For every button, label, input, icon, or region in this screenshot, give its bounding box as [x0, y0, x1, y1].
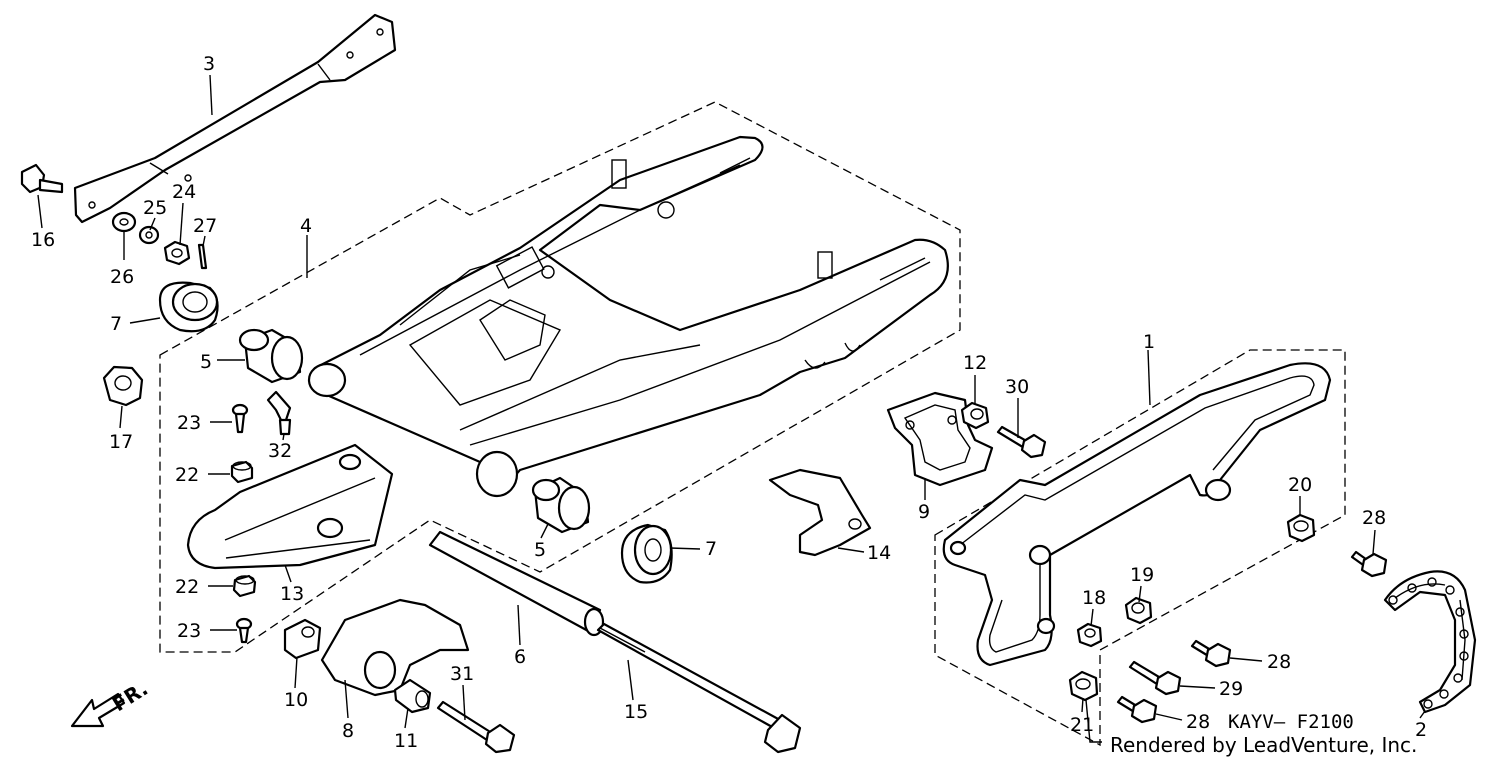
callout-26: 26: [110, 266, 134, 288]
callout-22-upper: 22: [175, 464, 199, 486]
part-21-collar: [1068, 670, 1099, 702]
part-2-drive-chain: [1383, 570, 1477, 714]
part-17-nut: [102, 365, 144, 407]
part-15-pivot-bolt: [596, 622, 802, 754]
part-3-bracket: [73, 13, 397, 224]
part-23-screw-lower: [235, 617, 253, 644]
part-30-bolt: [996, 425, 1047, 459]
callout-32: 32: [268, 440, 292, 462]
part-1-chain-case: [942, 362, 1332, 667]
part-25-washer: [138, 225, 160, 245]
callout-2: 2: [1415, 719, 1427, 741]
part-23-screw-upper: [231, 403, 249, 434]
part-19-collar: [1124, 596, 1153, 625]
part-7-dust-seal-upper: [158, 281, 219, 333]
callout-11: 11: [394, 730, 418, 752]
callout-28-mid: 28: [1267, 651, 1291, 673]
part-31-bolt: [436, 700, 516, 754]
callout-6: 6: [514, 646, 526, 668]
callout-labels: 1 2 3 4 5 5 6 7 7 8 9 10 11 12 13 14 15 …: [31, 53, 1427, 752]
part-7-dust-seal-lower: [620, 523, 673, 584]
callout-20: 20: [1288, 474, 1312, 496]
callout-28-right: 28: [1362, 507, 1386, 529]
part-28-bolt-lower: [1116, 695, 1158, 724]
part-26-washer: [111, 211, 137, 233]
callout-29: 29: [1219, 678, 1243, 700]
callout-24: 24: [172, 181, 196, 203]
part-27-cotter-pin: [197, 243, 208, 270]
part-13-chain-slider: [186, 443, 394, 570]
credit-line: Rendered by LeadVenture, Inc.: [1110, 733, 1417, 757]
part-22-collar-lower: [232, 574, 257, 598]
part-4-swingarm: [307, 135, 949, 498]
part-22-collar-upper: [230, 460, 254, 484]
callout-12: 12: [963, 352, 987, 374]
part-28-bolt-right: [1350, 550, 1388, 578]
callout-25: 25: [143, 197, 167, 219]
callout-13: 13: [280, 583, 304, 605]
callout-23-lower: 23: [177, 620, 201, 642]
callout-5-upper: 5: [200, 351, 212, 373]
callout-18: 18: [1082, 587, 1106, 609]
front-label: FR.: [108, 676, 152, 716]
callout-23-upper: 23: [177, 412, 201, 434]
callout-10: 10: [284, 689, 308, 711]
callout-17: 17: [109, 431, 133, 453]
callout-7-upper: 7: [110, 313, 122, 335]
part-12-collar: [960, 401, 990, 430]
part-29-bolt: [1128, 660, 1182, 696]
callout-4: 4: [300, 215, 312, 237]
callout-28-lower: 28: [1186, 711, 1210, 733]
callout-1: 1: [1143, 331, 1155, 353]
part-24-nut: [163, 240, 191, 266]
callout-8: 8: [342, 720, 354, 742]
callout-14: 14: [867, 542, 891, 564]
callout-30: 30: [1005, 376, 1029, 398]
callout-15: 15: [624, 701, 648, 723]
part-6-pivot-collar: [428, 530, 605, 637]
callout-7-lower: 7: [705, 538, 717, 560]
callout-3: 3: [203, 53, 215, 75]
part-18-collar: [1076, 622, 1103, 648]
front-arrow-icon: [70, 692, 126, 728]
callout-21: 21: [1070, 714, 1094, 736]
part-28-bolt-mid: [1190, 639, 1232, 668]
part-5-bushing-lower: [531, 476, 591, 534]
callout-19: 19: [1130, 564, 1154, 586]
part-16-bolt: [20, 163, 64, 194]
callout-31: 31: [450, 663, 474, 685]
leader-lines: [37, 74, 1426, 743]
callout-16: 16: [31, 229, 55, 251]
swingarm-group-boundary: [159, 101, 961, 653]
part-8-roller-bracket: [320, 598, 470, 697]
callout-9: 9: [918, 501, 930, 523]
front-direction-indicator: FR.: [70, 676, 152, 728]
callout-27: 27: [193, 215, 217, 237]
callout-22-lower: 22: [175, 576, 199, 598]
part-10-nut: [283, 618, 322, 660]
chain-case-group-boundary: [934, 349, 1346, 747]
part-11-collar: [393, 678, 432, 714]
figure-code: KAYV– F2100: [1228, 711, 1354, 733]
part-32-grease-fitting: [266, 390, 292, 436]
part-5-bushing-upper: [238, 328, 304, 384]
part-14-bracket: [768, 468, 872, 557]
part-20-collar: [1286, 513, 1316, 543]
callout-5-lower: 5: [534, 539, 546, 561]
